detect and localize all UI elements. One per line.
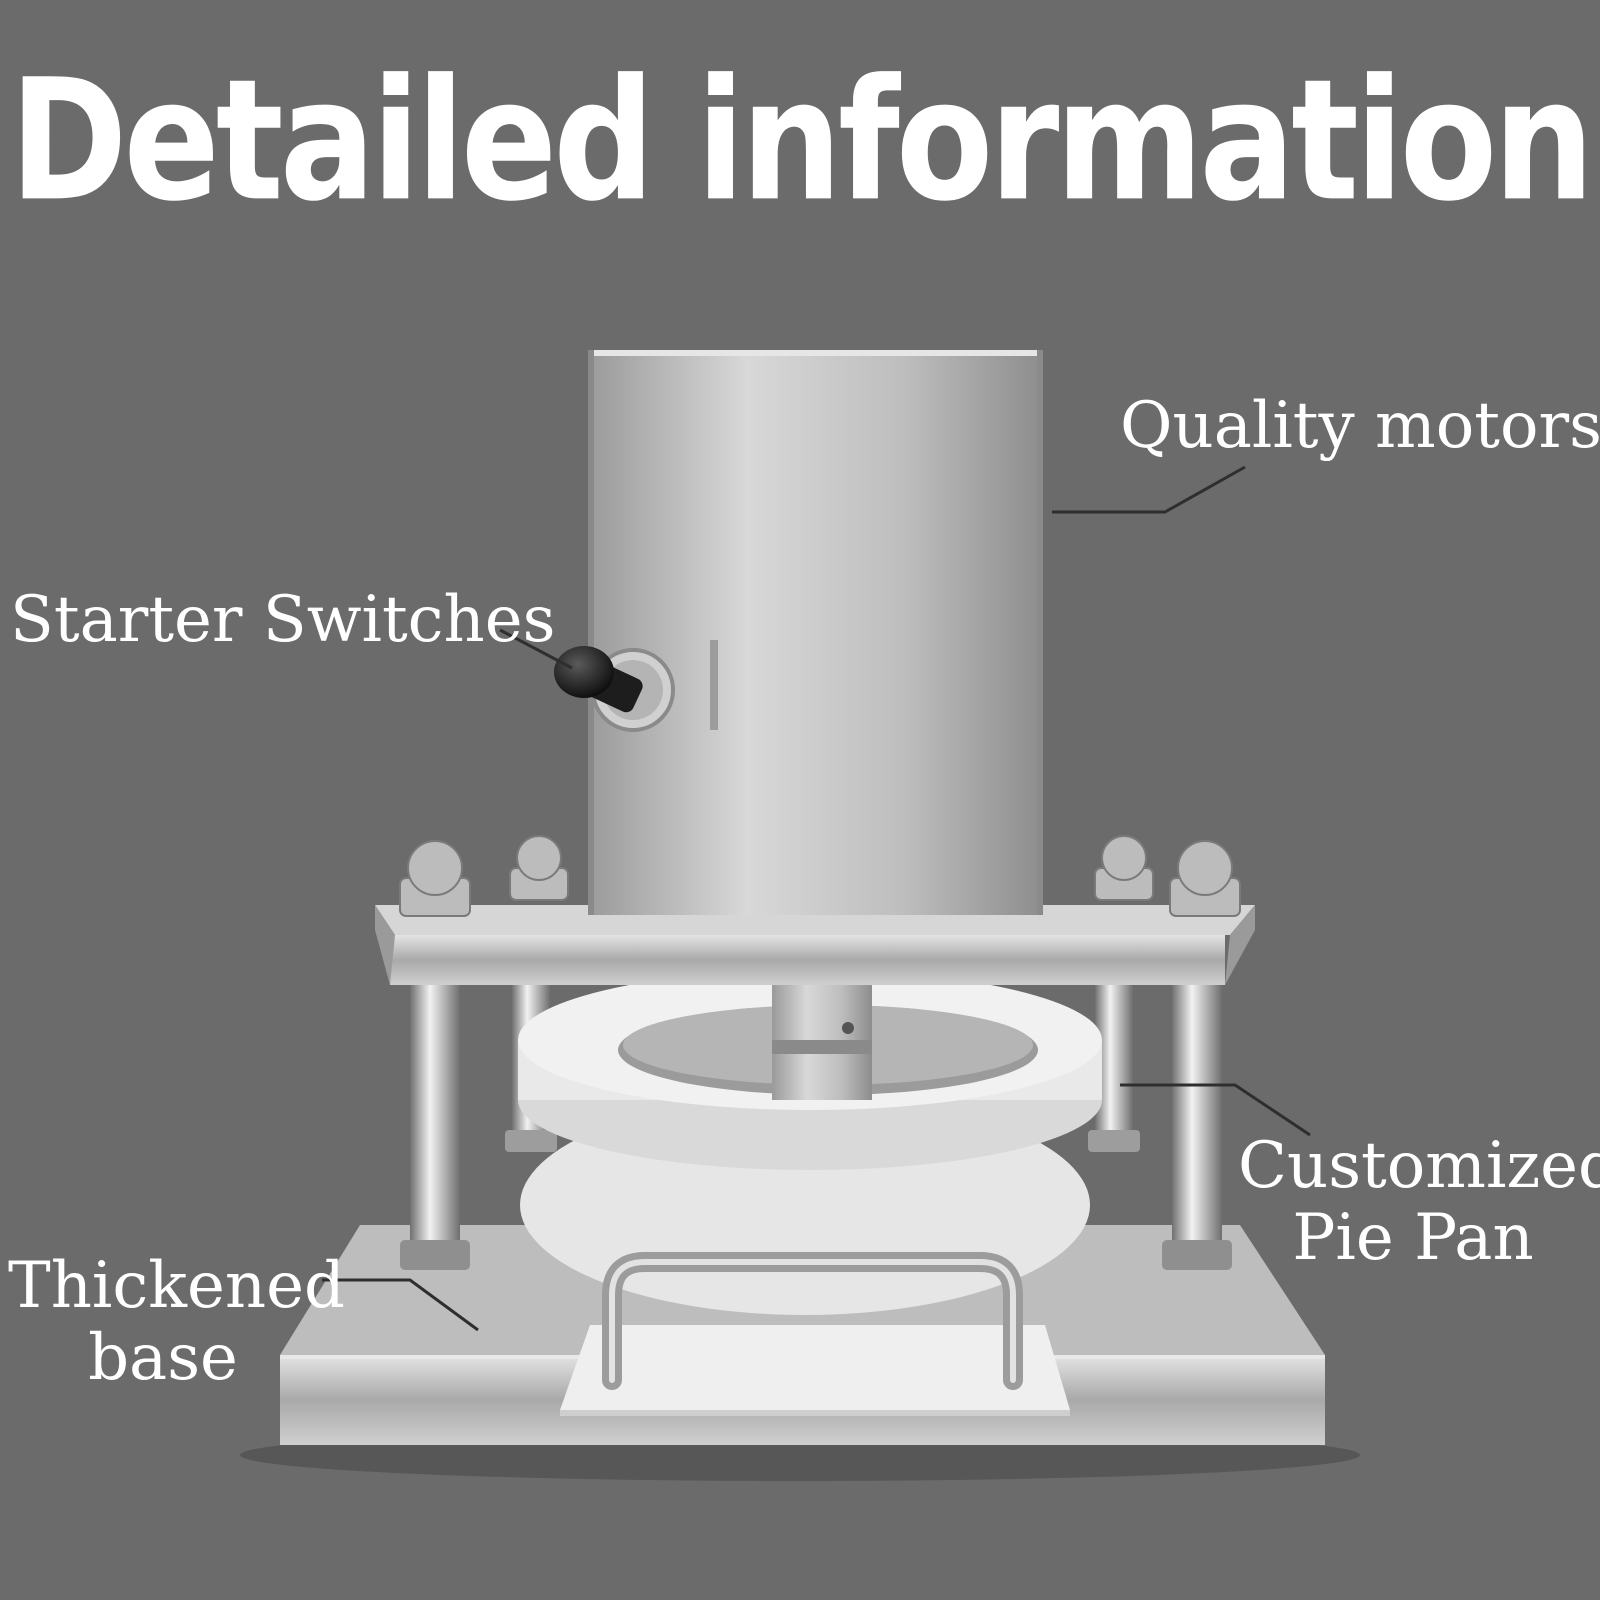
- front-tray: [560, 1252, 1070, 1416]
- callout-pie-pan: Customized Pie Pan: [1238, 1129, 1600, 1275]
- callout-thickened-base: Thickened base: [8, 1249, 345, 1395]
- callout-pie-pan-line-1: Customized: [1238, 1129, 1600, 1203]
- cap-nuts: [399, 835, 1241, 917]
- page-title: Detailed information: [9, 43, 1595, 239]
- callout-starter-switches: Starter Switches: [10, 583, 556, 657]
- callout-pie-pan-line-2: Pie Pan: [1292, 1201, 1534, 1275]
- motor-housing: [588, 350, 1043, 915]
- starter-switch: [554, 646, 675, 732]
- front-poles: [400, 965, 1232, 1270]
- callout-quality-motors: Quality motors: [1120, 389, 1600, 463]
- callout-leader-lines: [322, 465, 1311, 1332]
- callout-base-line-2: base: [88, 1321, 238, 1395]
- top-plate: [375, 905, 1255, 985]
- press-shaft: [772, 985, 872, 1100]
- callout-base-line-1: Thickened: [8, 1249, 345, 1323]
